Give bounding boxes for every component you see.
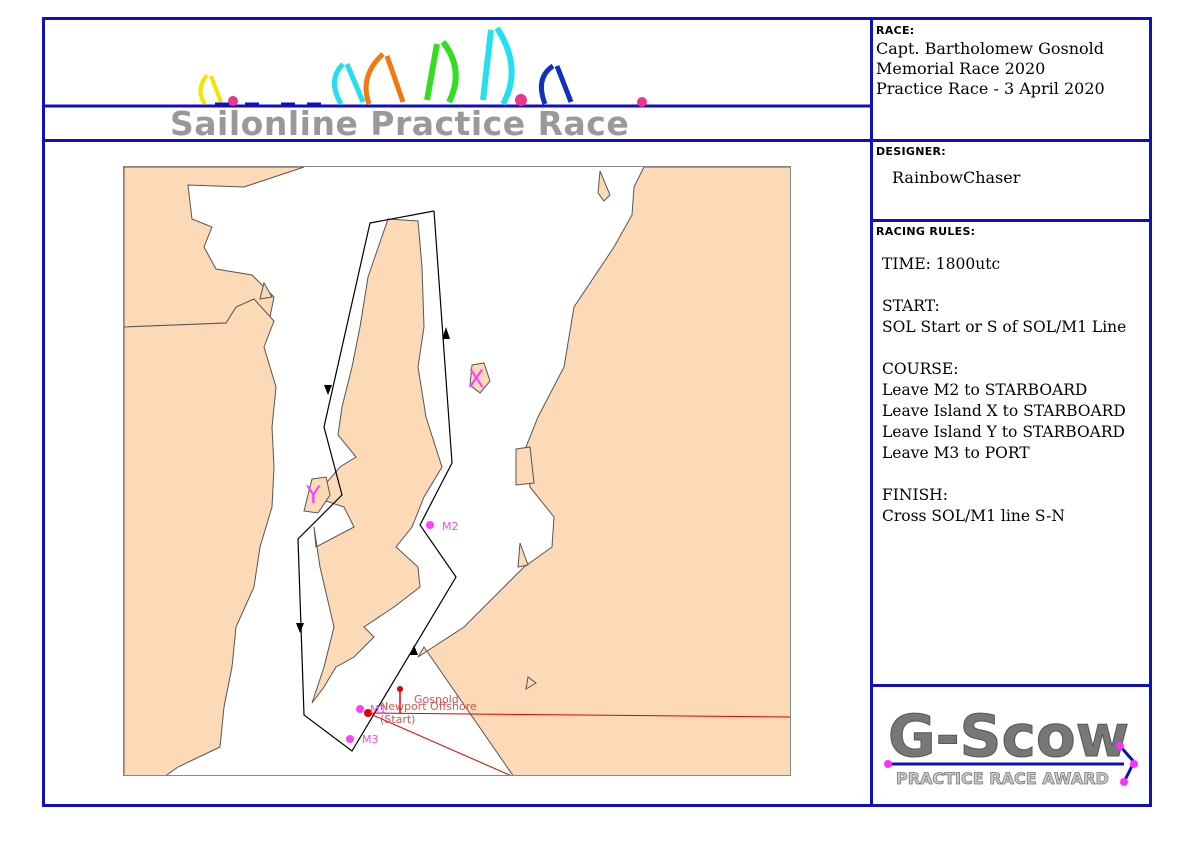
rules-finish-title: FINISH: bbox=[882, 486, 948, 504]
rules-divider bbox=[870, 684, 1152, 687]
buoy-dot-icon bbox=[1130, 760, 1138, 768]
land-left bbox=[124, 298, 277, 775]
land-right bbox=[417, 167, 790, 775]
start-dot-icon bbox=[364, 709, 372, 717]
land-central-peninsula bbox=[311, 218, 443, 704]
cyan-big-sail-icon bbox=[480, 26, 515, 106]
banner-title: Sailonline Practice Race bbox=[170, 104, 630, 143]
race-label: RACE: bbox=[876, 24, 915, 37]
yellow-sail-icon bbox=[198, 73, 223, 106]
green-sail-icon bbox=[424, 40, 459, 104]
buoy-dot-icon bbox=[228, 96, 238, 106]
designer-panel: DESIGNER: RainbowChaser bbox=[876, 145, 1146, 187]
race-divider bbox=[870, 139, 1152, 142]
rules-label: RACING RULES: bbox=[876, 225, 976, 238]
race-line: Memorial Race 2020 bbox=[876, 59, 1046, 78]
island-x-label: X bbox=[468, 365, 484, 393]
award-title: G-Scow bbox=[888, 702, 1129, 770]
islet bbox=[515, 446, 535, 486]
islet bbox=[517, 542, 529, 568]
land-top-left bbox=[124, 167, 305, 328]
start-dot-icon bbox=[397, 686, 403, 692]
islet bbox=[597, 170, 611, 202]
island-x bbox=[469, 362, 491, 394]
rules-course-line: Leave Island X to STARBOARD bbox=[882, 402, 1126, 420]
mark-m1-label: M1 bbox=[370, 703, 387, 716]
route-arrow-icon bbox=[410, 645, 418, 655]
race-name: Capt. Bartholomew Gosnold Memorial Race … bbox=[876, 39, 1146, 99]
start-label: (Start) bbox=[380, 713, 415, 726]
designer-divider bbox=[870, 219, 1152, 222]
rules-panel: RACING RULES: TIME: 1800utc START: SOL S… bbox=[876, 225, 1148, 527]
rules-start-title: START: bbox=[882, 297, 940, 315]
course-map-svg: X Y M2 M1 M3 Gosnold Newport Offshore (S… bbox=[124, 167, 790, 775]
buoy-dot-icon bbox=[884, 760, 892, 768]
award-subtitle: PRACTICE RACE AWARD bbox=[896, 769, 1109, 788]
gosnold-label: Gosnold bbox=[414, 693, 459, 706]
banner-graphic bbox=[45, 26, 870, 108]
newport-label: Newport Offshore bbox=[380, 700, 477, 713]
designer-name: RainbowChaser bbox=[892, 168, 1021, 187]
designer-label: DESIGNER: bbox=[876, 145, 946, 158]
rules-finish-text: Cross SOL/M1 line S-N bbox=[882, 507, 1065, 525]
rules-text: TIME: 1800utc START: SOL Start or S of S… bbox=[882, 254, 1148, 527]
rules-start-text: SOL Start or S of SOL/M1 Line bbox=[882, 318, 1127, 336]
rules-course-line: Leave Island Y to STARBOARD bbox=[882, 423, 1125, 441]
buoy-dot-icon bbox=[515, 94, 527, 106]
rules-time: TIME: 1800utc bbox=[882, 255, 1001, 273]
rules-course-line: Leave M3 to PORT bbox=[882, 444, 1030, 462]
race-panel: RACE: Capt. Bartholomew Gosnold Memorial… bbox=[876, 24, 1146, 99]
buoy-dot-icon bbox=[637, 97, 647, 107]
cyan-sail-icon bbox=[332, 62, 366, 106]
race-line: Practice Race - 3 April 2020 bbox=[876, 79, 1105, 98]
rules-course-title: COURSE: bbox=[882, 360, 959, 378]
buoy-dot-icon bbox=[1116, 742, 1124, 750]
poster-frame bbox=[42, 17, 1152, 807]
route-arrow-icon bbox=[324, 385, 332, 395]
islet bbox=[525, 676, 537, 690]
start-line bbox=[367, 712, 790, 718]
buoy-dot-icon bbox=[1120, 778, 1128, 786]
course-map: X Y M2 M1 M3 Gosnold Newport Offshore (S… bbox=[123, 166, 791, 776]
route-arrow-icon bbox=[442, 327, 450, 339]
mark-m1-icon bbox=[356, 705, 364, 713]
islet bbox=[259, 281, 273, 300]
race-line: Capt. Bartholomew Gosnold bbox=[876, 39, 1105, 58]
start-line bbox=[367, 712, 511, 775]
blue-sail-icon bbox=[538, 63, 574, 105]
mark-m2-icon bbox=[426, 521, 434, 529]
award-logo: G-Scow PRACTICE RACE AWARD bbox=[884, 702, 1138, 788]
rules-course-line: Leave M2 to STARBOARD bbox=[882, 381, 1088, 399]
mark-m2-label: M2 bbox=[442, 520, 459, 533]
orange-sail-icon bbox=[363, 52, 406, 105]
island-y-label: Y bbox=[305, 481, 321, 509]
route-arrow-icon bbox=[296, 623, 304, 633]
mark-m3-icon bbox=[346, 735, 354, 743]
mark-m3-label: M3 bbox=[362, 733, 379, 746]
course-route bbox=[297, 210, 457, 752]
banner-divider bbox=[42, 139, 872, 142]
island-y bbox=[303, 476, 331, 514]
vertical-divider bbox=[870, 17, 873, 807]
